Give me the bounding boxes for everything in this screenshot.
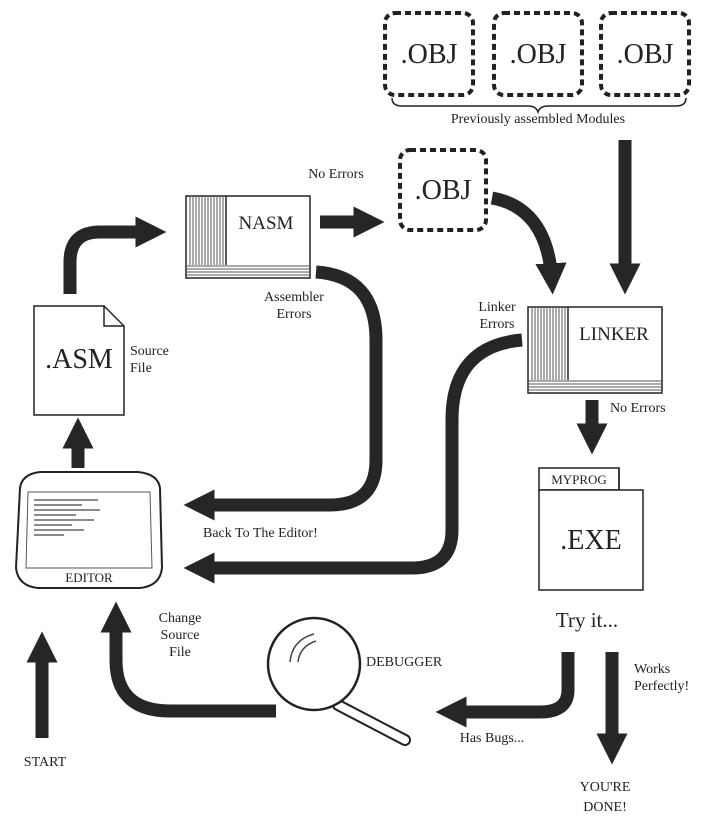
- exe-label: .EXE: [560, 525, 621, 556]
- obj-module-2: .OBJ: [492, 11, 584, 97]
- try-it-label: Try it...: [556, 608, 618, 632]
- nasm-no-errors-label: No Errors: [308, 167, 364, 182]
- arrow-obj-to-linker: [490, 191, 567, 295]
- editor-label: EDITOR: [65, 570, 113, 585]
- obj-module-1-label: .OBJ: [401, 39, 458, 70]
- arrow-asm-to-nasm: [63, 216, 167, 294]
- obj-module-1: .OBJ: [383, 11, 475, 97]
- source-file-line2: File: [130, 361, 152, 376]
- works-perfectly-line1: Works: [634, 662, 670, 677]
- modules-brace: [391, 97, 687, 115]
- arrow-linker-errors-back: [183, 333, 523, 584]
- arrow-bugs-to-debugger: [435, 652, 575, 728]
- done-line1: YOU'RE: [580, 780, 631, 795]
- editor-monitor: EDITOR: [14, 471, 164, 589]
- linker-label: LINKER: [579, 324, 649, 345]
- assembler-errors-line1: Assembler: [264, 290, 324, 305]
- modules-caption: Previously assembled Modules: [451, 112, 625, 127]
- nasm-label: NASM: [239, 213, 294, 234]
- assembler-errors-line2: Errors: [277, 307, 312, 322]
- obj-module-3-label: .OBJ: [617, 39, 674, 70]
- arrow-assembler-errors-back: [183, 265, 383, 521]
- obj-module-2-label: .OBJ: [510, 39, 567, 70]
- nasm-window: NASM: [185, 195, 311, 279]
- has-bugs-label: Has Bugs...: [460, 731, 525, 746]
- start-label: START: [24, 755, 67, 770]
- exe-tab-label: MYPROG: [551, 472, 607, 487]
- linker-errors-line1: Linker: [478, 300, 516, 315]
- exe-file: MYPROG .EXE: [538, 467, 644, 591]
- change-source-line1: Change: [159, 611, 202, 626]
- obj-new-label: .OBJ: [415, 175, 472, 206]
- debugger-label: DEBUGGER: [366, 655, 443, 670]
- asm-source-file: .ASM: [33, 305, 125, 416]
- linker-no-errors-label: No Errors: [610, 401, 666, 416]
- obj-module-3: .OBJ: [599, 11, 691, 97]
- back-to-editor-label: Back To The Editor!: [203, 526, 318, 541]
- asm-label: .ASM: [45, 344, 113, 375]
- linker-window: LINKER: [527, 306, 663, 394]
- arrow-debugger-to-editor: [100, 601, 276, 718]
- linker-errors-line2: Errors: [480, 317, 515, 332]
- magnifier-icon: [266, 616, 411, 746]
- obj-new: .OBJ: [398, 148, 488, 232]
- change-source-line2: Source: [161, 628, 200, 643]
- change-source-line3: File: [169, 645, 191, 660]
- source-file-line1: Source: [130, 344, 169, 359]
- works-perfectly-line2: Perfectly!: [634, 679, 689, 694]
- done-line2: DONE!: [583, 800, 627, 815]
